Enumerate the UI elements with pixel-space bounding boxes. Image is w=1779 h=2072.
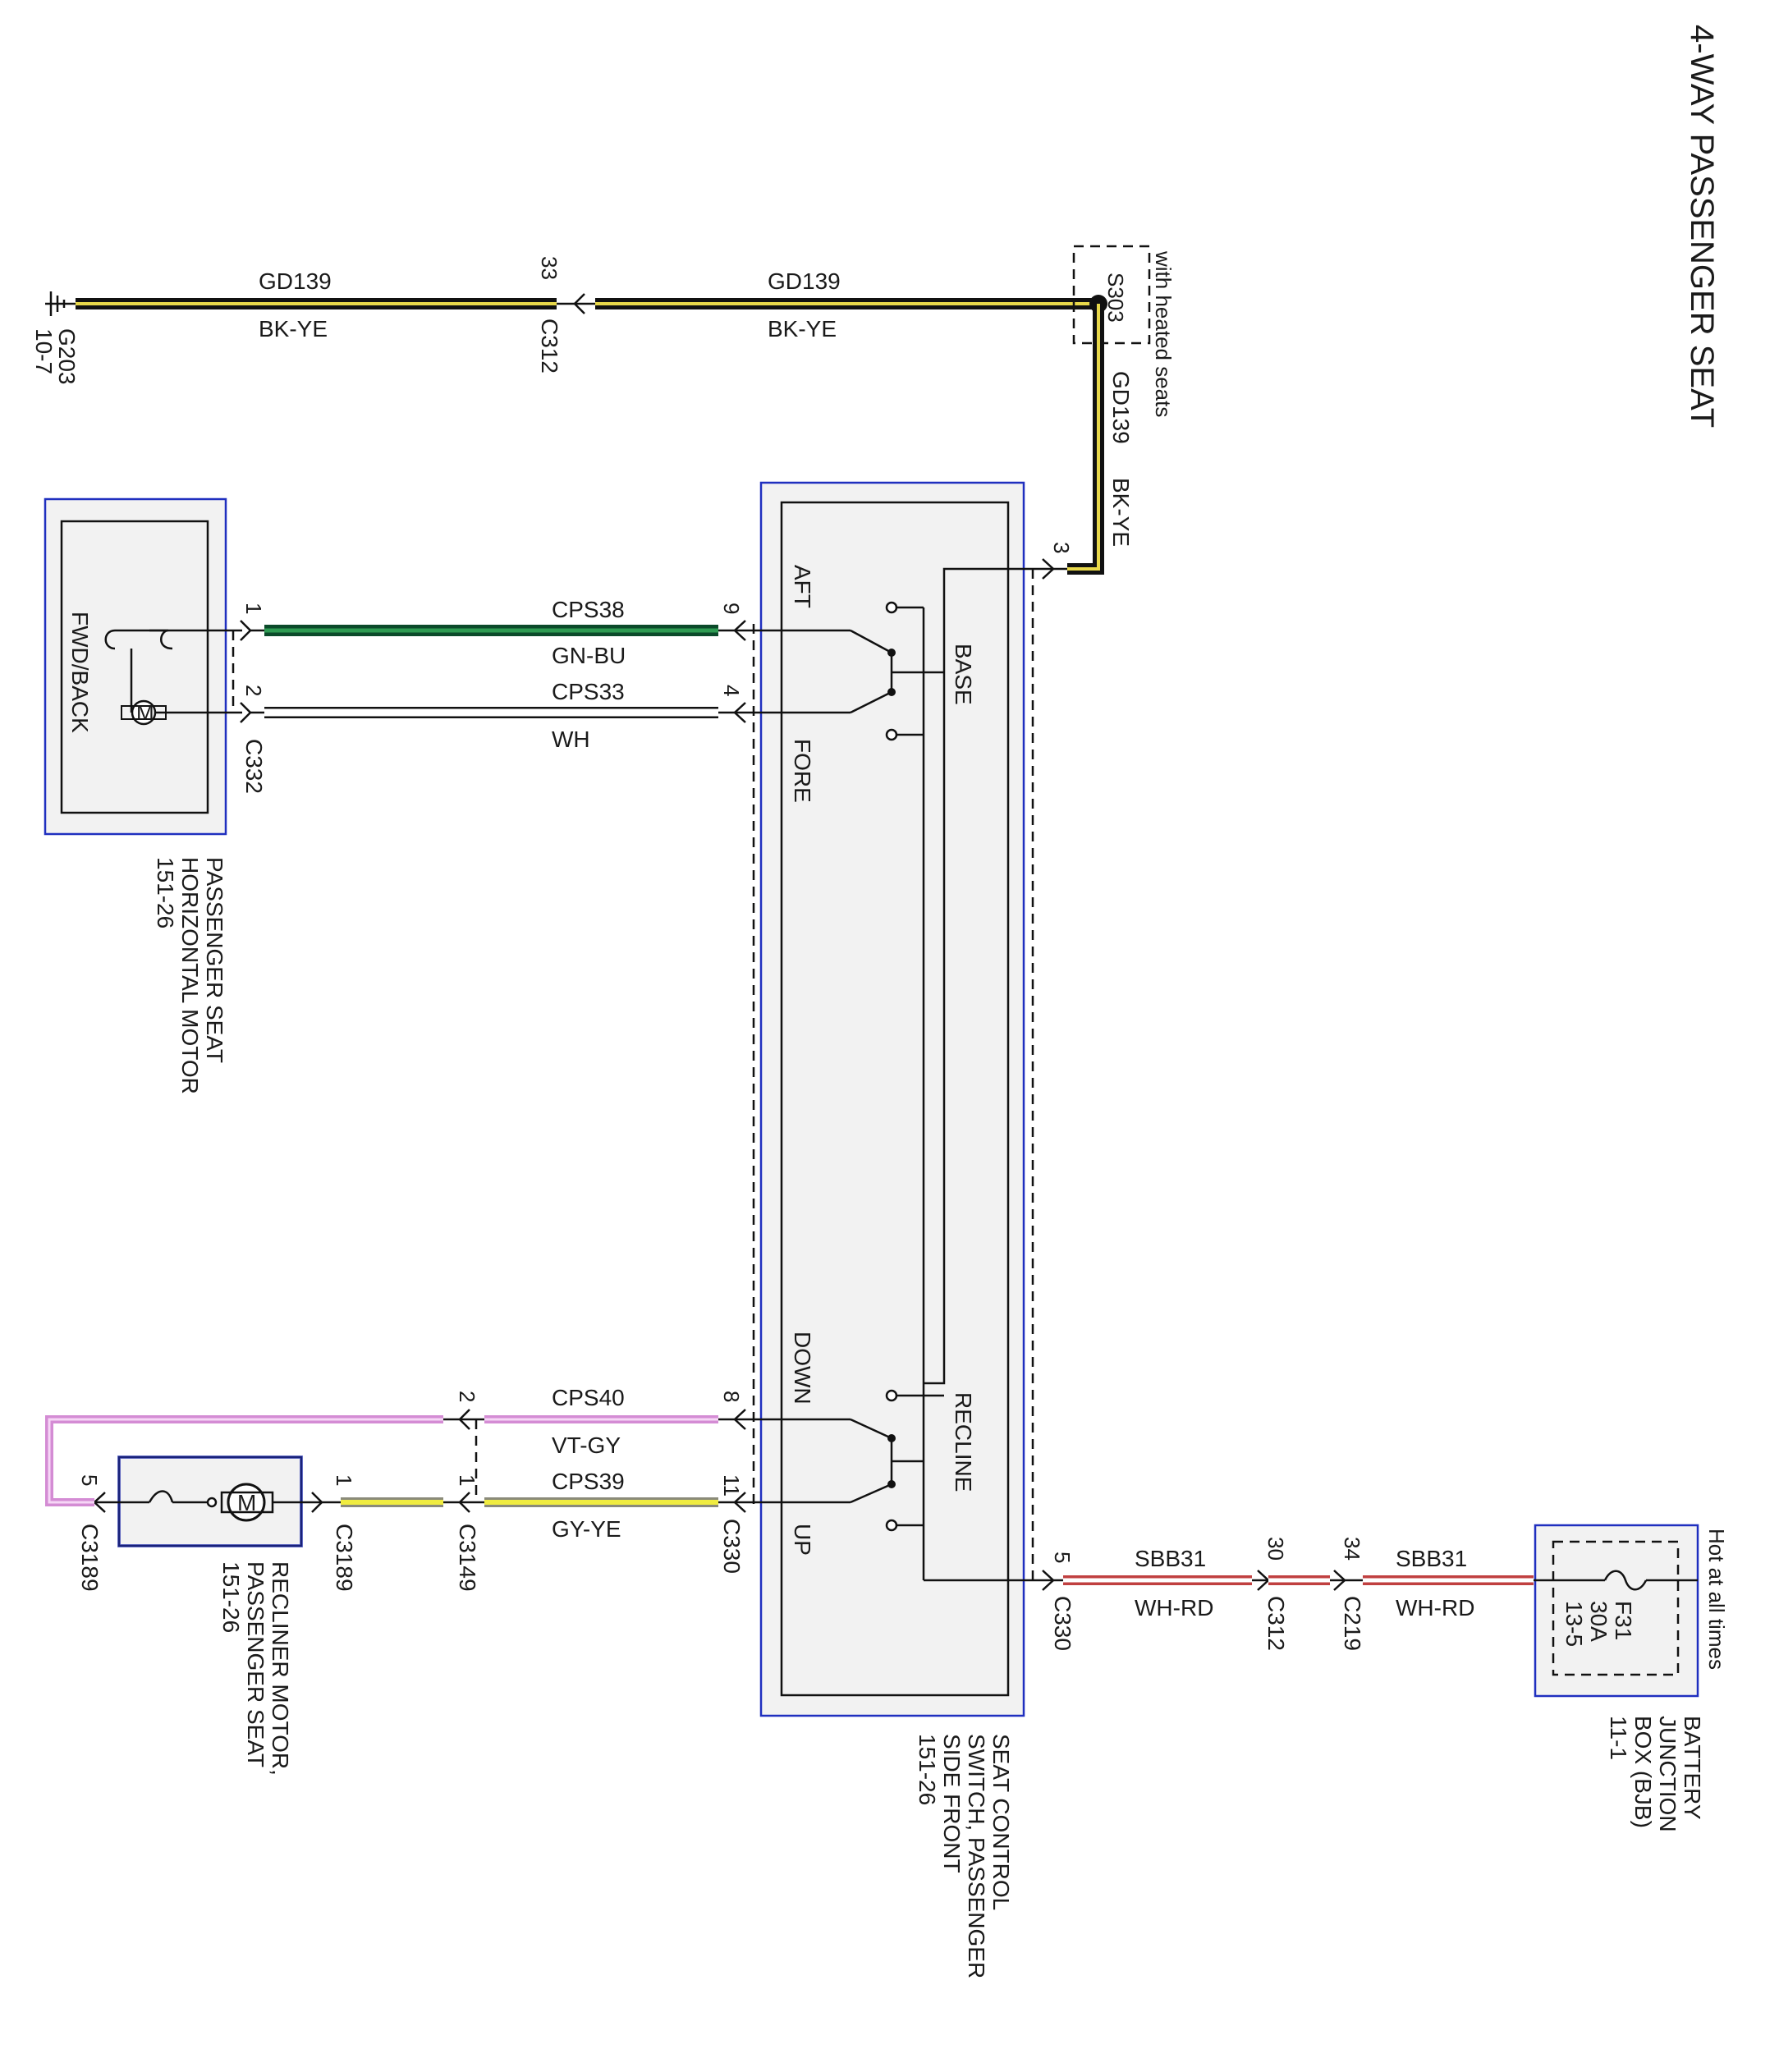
- connector-c330-pin3: 3: [1033, 542, 1074, 580]
- horizontal-motor-name-line2: HORIZONTAL MOTOR: [177, 857, 203, 1094]
- recliner-motor-symbol: M: [237, 1490, 256, 1515]
- c3189-pin-5: 5: [77, 1474, 102, 1486]
- c330-pin-4: 4: [719, 685, 744, 696]
- connector-c312-power: 30 C312: [1252, 1537, 1289, 1651]
- c312-pin-30: 30: [1263, 1537, 1288, 1561]
- c3189-name-right: C3189: [332, 1524, 357, 1592]
- switch-name-line1: SEAT CONTROL: [988, 1734, 1014, 1910]
- wire-cps38: CPS38 GN-BU 9: [250, 597, 746, 668]
- horizontal-motor-symbol: M: [136, 700, 154, 725]
- connector-c219: 34 C219: [1330, 1537, 1365, 1651]
- c332-pin-1: 1: [241, 603, 266, 614]
- connector-c3189-pin1: 1 C3189: [311, 1474, 357, 1592]
- c3149-pin-2: 2: [455, 1391, 479, 1402]
- diagram-title: 4-WAY PASSENGER SEAT: [1684, 25, 1720, 428]
- splice-id: S303: [1103, 273, 1128, 323]
- sbb31-circuit-left: SBB31: [1135, 1546, 1206, 1571]
- cps39-color: GY-YE: [552, 1516, 621, 1542]
- ground-g203: G203 10-7: [31, 291, 80, 385]
- switch-label-aft: AFT: [790, 565, 815, 608]
- gd139-color-right: BK-YE: [768, 316, 837, 342]
- horizontal-motor: M FWD/BACK PASSENGER SEAT HORIZONTAL MOT…: [44, 497, 242, 1094]
- c312-name-ground: C312: [537, 319, 562, 374]
- switch-label-down: DOWN: [790, 1332, 815, 1405]
- switch-label-recline: RECLINE: [951, 1392, 976, 1492]
- c330-pin-11: 11: [719, 1474, 744, 1497]
- c330-pin-9: 9: [719, 603, 744, 614]
- recliner-motor-name-line2: PASSENGER SEAT: [243, 1561, 268, 1767]
- c332-name: C332: [241, 739, 267, 794]
- c3189-pin-1: 1: [332, 1474, 356, 1486]
- connector-c3149: 2 1 C3149: [443, 1391, 484, 1592]
- c312-name-power: C312: [1263, 1596, 1289, 1651]
- fuse-ref: 13-5: [1561, 1601, 1587, 1647]
- bjb-name-line3: BOX (BJB): [1630, 1716, 1656, 1828]
- switch-name-line2: SWITCH, PASSENGER: [964, 1734, 989, 1978]
- switch-label-up: UP: [790, 1524, 815, 1556]
- bjb-name-line4: 11-1: [1606, 1716, 1631, 1760]
- ground-ref: 10-7: [31, 328, 57, 374]
- wire-cps39: CPS39 GY-YE 11 C330: [484, 1469, 746, 1574]
- switch-name-line4: 151-26: [915, 1734, 940, 1805]
- ground-id: G203: [54, 328, 80, 385]
- gd139-circuit-right: GD139: [768, 268, 841, 294]
- recliner-motor: M RECLINER MOTOR, PASSENGER SEAT 151-26: [94, 1455, 312, 1776]
- connector-c330-pin5: 5 C330: [1033, 1552, 1075, 1651]
- sbb31-circuit-right: SBB31: [1396, 1546, 1467, 1571]
- gd139-circuit-vertical: GD139: [1108, 371, 1134, 444]
- wire-sbb31-right: SBB31 WH-RD: [1363, 1546, 1534, 1620]
- cps40-color: VT-GY: [552, 1433, 621, 1458]
- sbb31-color-right: WH-RD: [1396, 1595, 1474, 1620]
- wire-cps33: CPS33 WH 4: [250, 679, 746, 752]
- c219-pin-34: 34: [1340, 1537, 1364, 1561]
- gd139-color-vertical: BK-YE: [1108, 478, 1134, 547]
- horizontal-motor-label: FWD/BACK: [67, 612, 93, 733]
- cps39-circuit: CPS39: [552, 1469, 625, 1494]
- c332-pin-2: 2: [241, 685, 266, 696]
- recliner-motor-name-line1: RECLINER MOTOR,: [268, 1561, 293, 1776]
- wire-gd139-vertical: GD139 BK-YE: [1067, 304, 1134, 575]
- c330-pin-8: 8: [719, 1391, 744, 1402]
- switch-label-fore: FORE: [790, 739, 815, 803]
- fuse-rating: 30A: [1586, 1601, 1612, 1642]
- connector-c3189-pin5: 5 C3189: [45, 1415, 443, 1592]
- c3149-name: C3149: [455, 1524, 480, 1592]
- c312-pin-33: 33: [537, 256, 562, 280]
- c330-pin-3: 3: [1049, 542, 1074, 553]
- c3189-name-left: C3189: [77, 1524, 103, 1592]
- switch-label-base: BASE: [951, 644, 976, 705]
- horizontal-motor-name-line1: PASSENGER SEAT: [202, 857, 227, 1063]
- switch-name-line3: SIDE FRONT: [939, 1734, 965, 1873]
- recliner-motor-name-line3: 151-26: [218, 1561, 244, 1633]
- bjb-name-line2: JUNCTION: [1655, 1716, 1680, 1832]
- cps38-circuit: CPS38: [552, 597, 625, 622]
- gd139-circuit-left: GD139: [259, 268, 332, 294]
- cps40-circuit: CPS40: [552, 1385, 625, 1410]
- connector-c312-ground: 33 C312: [537, 256, 595, 374]
- splice-note: with heated seats: [1151, 250, 1176, 417]
- c3149-pin-1: 1: [455, 1474, 479, 1486]
- hot-at-all-times: Hot at all times: [1704, 1529, 1729, 1670]
- seat-control-switch: AFT FORE BASE DOWN UP RECLINE SEAT CONTR…: [735, 481, 1034, 1978]
- c219-name: C219: [1340, 1596, 1365, 1651]
- fuse-f31: F31: [1611, 1601, 1636, 1640]
- cps33-circuit: CPS33: [552, 679, 625, 704]
- battery-junction-box: F31 30A 13-5 Hot at all times BATTERY JU…: [1534, 1524, 1729, 1832]
- wire-sbb31-left: SBB31 WH-RD: [1063, 1546, 1252, 1620]
- c330-name-right: C330: [1050, 1596, 1075, 1651]
- cps38-color: GN-BU: [552, 643, 626, 668]
- sbb31-color-left: WH-RD: [1135, 1595, 1213, 1620]
- c330-pin-5: 5: [1050, 1552, 1075, 1563]
- horizontal-motor-name-line3: 151-26: [153, 857, 178, 928]
- wire-gd139-ground: GD139 BK-YE GD139 BK-YE: [76, 268, 1092, 342]
- cps33-color: WH: [552, 727, 590, 752]
- bjb-name-line1: BATTERY: [1680, 1716, 1705, 1820]
- gd139-color-left: BK-YE: [259, 316, 328, 342]
- c330-name-left: C330: [719, 1519, 745, 1574]
- wire-cps40: CPS40 VT-GY 8: [484, 1385, 746, 1458]
